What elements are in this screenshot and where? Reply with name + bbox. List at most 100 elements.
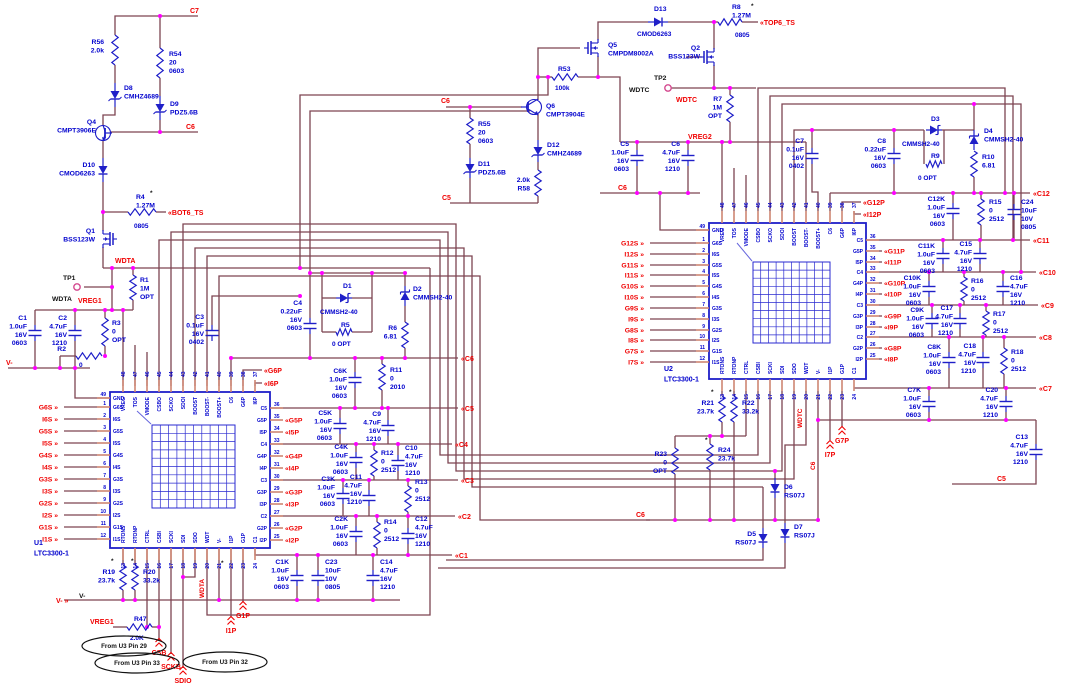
junction-dot [984,303,988,307]
resistor-symbol [551,72,579,82]
pin-number: 31 [274,462,280,468]
junction-dot [941,238,945,242]
junction-dot [927,418,931,422]
pin-number: 25 [274,534,280,540]
diode-symbol [400,292,410,300]
mosfet-arrow [709,55,712,59]
pin-number: 44 [768,202,774,208]
component-label-C7K: C7K [907,387,921,394]
mosfet-arrow [105,237,108,241]
junction-dot [635,191,639,195]
component-label-C6K: 16V [335,385,348,392]
pin-name: G5P [257,418,268,424]
component-label-C2K: 16V [336,533,349,540]
component-label-C9K: C9K [910,307,924,314]
resistor-symbol [127,207,157,217]
resistor-symbol [725,94,735,123]
chip-U1 [109,391,271,549]
pin-name: G3P [853,314,864,320]
component-label-R55: R55 [478,121,491,128]
component-label-C9K: 0603 [909,332,924,339]
resistor-symbol [705,443,715,471]
junction-dot [536,75,540,79]
pin-name: I6S [113,417,121,423]
text-label-TP1: TP1 [63,275,76,282]
net-label-G12P: «G12P [863,200,885,207]
component-label-C20: 16V [986,404,999,411]
pin-number: 41 [205,371,211,377]
component-label-R56: R56 [92,39,105,46]
pin-name: I4S [113,465,121,471]
wire [170,231,771,464]
component-label-C10K: 16V [909,292,922,299]
pin-name: BOOST+ [816,228,822,249]
pin-name: BOOST- [205,397,211,417]
pin-name: C4 [857,270,864,276]
junction-dot [375,514,379,518]
pin-number: 23 [241,563,247,569]
resistor-symbol [976,198,986,226]
component-label-C9: 4.7uF [363,419,381,426]
net-label-G6P: «G6P [264,368,282,375]
pin-name: G2S [113,501,124,507]
component-label-R47: R47 [134,616,147,623]
net-label-G10S: G10S » [621,284,644,291]
net-label-I8P: «I8P [884,357,898,364]
component-label-C12K: 16V [933,213,946,220]
pin-number: 22 [229,563,235,569]
diode-symbol [155,104,165,112]
text-label: CMMSH2-40 [320,309,358,316]
pin-number: 13 [720,394,726,400]
component-label-C7: 16V [792,155,805,162]
junction-dot [386,406,390,410]
junction-dot [816,418,820,422]
component-label-C13: 16V [1016,451,1029,458]
pin-name: VREG [720,228,726,242]
text-label: * [705,437,708,444]
resistor-symbol [372,521,382,549]
pin-number: 20 [804,394,810,400]
net-label-C9: «C9 [1041,303,1054,310]
junction-dot [720,434,724,438]
pin-number: 42 [792,202,798,208]
junction-dot [972,191,976,195]
net-label-I4S: I4S » [42,465,58,472]
component-label-R9: R9 [931,153,940,160]
component-label-C8K: 1.0uF [923,352,941,359]
component-label-C3K: 1.0uF [317,484,335,491]
net-label-I3S: I3S » [42,489,58,496]
pin-name: SDO [193,532,199,543]
pin-name: G6S [712,241,723,247]
component-label-C5: 16V [617,158,630,165]
pin-name: G1P [241,532,247,543]
component-label-C16: 1210 [1010,300,1025,307]
pin-number: 8 [702,313,705,319]
component-label-R10: R10 [982,154,995,161]
pin-name: SDI [181,534,187,543]
junction-dot [316,598,320,602]
component-label-C9K: 1.0uF [906,315,924,322]
annotation-text: From U3 Pin 33 [114,660,160,667]
component-label-C9: 16V [369,428,382,435]
wire [211,295,300,325]
resistor-symbol [717,17,743,27]
component-label-C3K: C3K [321,476,335,483]
component-label-R4: R4 [136,194,145,201]
net-label-G2S: G2S » [39,501,58,508]
net-label-C6: C6 [636,512,645,519]
component-label-Q5: Q5 [608,42,617,49]
pin-name: I3P [259,502,267,508]
pin-name: SCKI [768,361,774,374]
component-label-R18: R18 [1011,349,1024,356]
resistor-symbol [999,347,1009,375]
component-label-Q2: BSS123W [668,53,700,60]
component-label-R54: 0603 [169,68,184,75]
resistor-symbol [126,622,153,632]
pin-name: I5P [855,260,863,266]
pin-name: VMODE [744,227,750,246]
pin-number: 26 [274,522,280,528]
pin-number: 32 [870,277,876,283]
net-label-G9P: «G9P [884,314,902,321]
pin-name: G5S [712,263,723,269]
